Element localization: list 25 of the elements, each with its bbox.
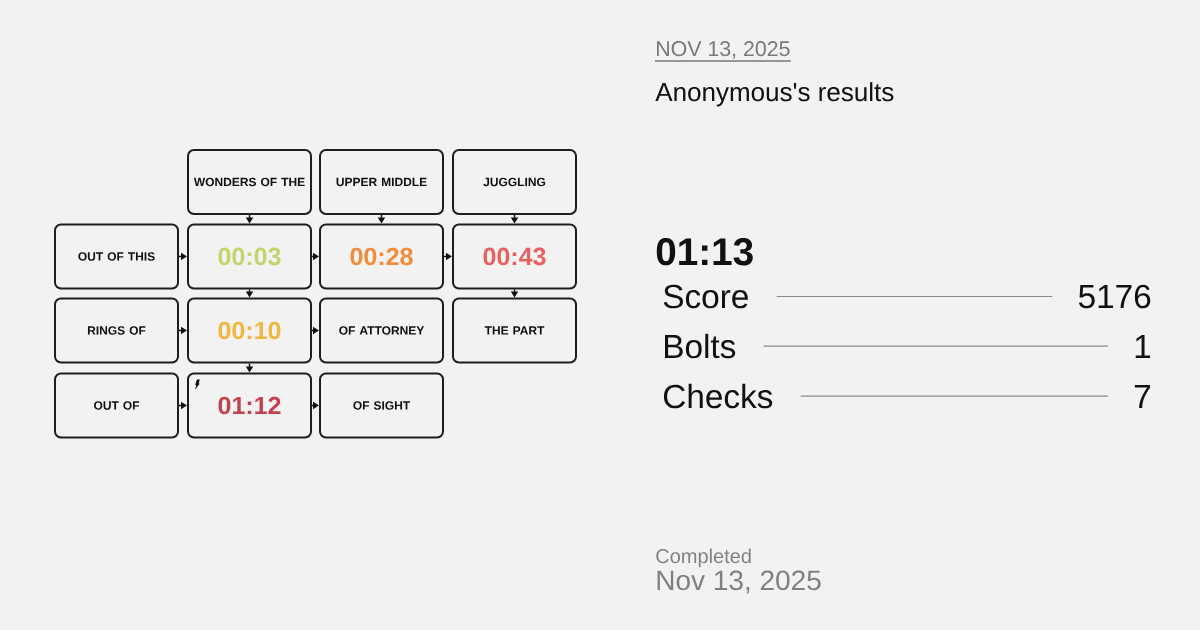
word-box: OF SIGHT bbox=[319, 372, 444, 439]
stat-value: 7 bbox=[1134, 385, 1151, 408]
time-box: 00:43 bbox=[452, 223, 577, 290]
word-box: WONDERS OF THE bbox=[187, 149, 312, 215]
stat-label: Bolts bbox=[665, 333, 736, 359]
word-box: JUGGLING bbox=[452, 149, 577, 215]
time-box: 01:12 bbox=[187, 372, 312, 439]
word-box: RINGS OF bbox=[54, 297, 179, 364]
results-heading: Anonymous's results bbox=[655, 82, 894, 107]
time-box: 00:10 bbox=[187, 297, 312, 364]
time-box: 00:28 bbox=[319, 223, 444, 290]
date-link: NOV 13, 2025 bbox=[654, 41, 792, 62]
word-box: OF ATTORNEY bbox=[319, 297, 444, 364]
stat-label: Checks bbox=[663, 383, 773, 409]
completed-date: Nov 13, 2025 bbox=[657, 570, 821, 594]
stat-label: Score bbox=[663, 284, 748, 309]
word-box: THE PART bbox=[452, 297, 577, 364]
total-time: 01:13 bbox=[656, 238, 753, 266]
time-box: 00:03 bbox=[187, 223, 312, 290]
word-box: OUT OF bbox=[54, 372, 179, 439]
completed-label: Completed bbox=[656, 548, 751, 568]
word-box: UPPER MIDDLE bbox=[319, 149, 444, 215]
word-box: OUT OF THIS bbox=[54, 223, 179, 290]
stat-value: 1 bbox=[1135, 335, 1151, 358]
stat-value: 5176 bbox=[1078, 284, 1151, 309]
